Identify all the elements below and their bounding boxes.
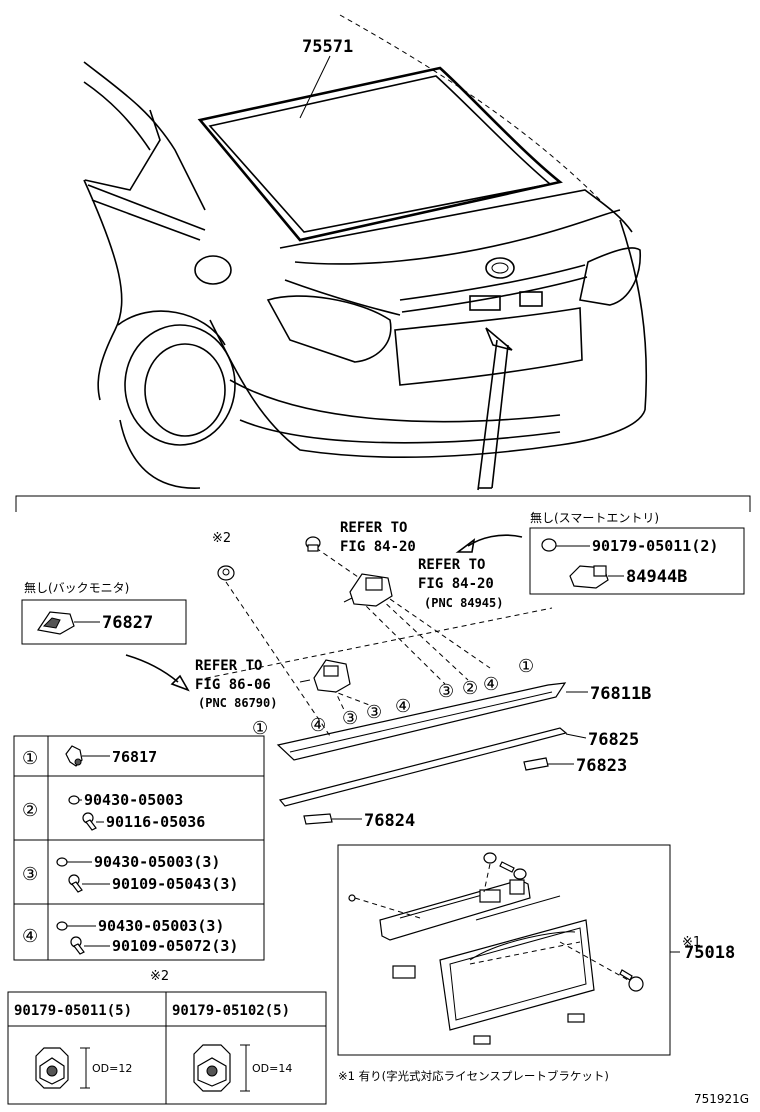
part-label-76824: 76824 xyxy=(364,811,415,831)
legend-key-3: ③ xyxy=(22,864,38,885)
nut-icon xyxy=(483,852,497,864)
callout-2: ② xyxy=(462,678,478,699)
switch-icon xyxy=(569,565,609,589)
license-bracket-box xyxy=(337,844,671,1056)
hex-nut-icon xyxy=(193,1044,231,1092)
smart-entry-box xyxy=(529,527,745,595)
callout-3: ③ xyxy=(342,708,358,729)
callouts: ① ④ ② ③ ④ ③ ③ ④ ① xyxy=(252,656,534,739)
nut-table-od-1: OD=12 xyxy=(92,1062,132,1075)
screw-icon xyxy=(70,936,85,955)
clip-icon xyxy=(65,745,83,767)
legend-key-4: ④ xyxy=(22,926,38,947)
nut-icon xyxy=(541,538,557,552)
monitor-cover-icon xyxy=(36,611,75,635)
assembly-dash-lines xyxy=(196,547,553,737)
part-label-90179-05011-2: 90179-05011(2) xyxy=(592,537,718,555)
nut-table-od-2: OD=14 xyxy=(252,1062,292,1075)
nut-icon xyxy=(217,565,235,581)
nut-table: ※2 90179-05011(5) 90179-05102(5) OD=12 O… xyxy=(7,969,327,1105)
part-label-75018: 75018 xyxy=(684,943,735,963)
arrow-smart-entry xyxy=(455,534,523,553)
part-label-75571: 75571 xyxy=(302,37,353,57)
nut-icon xyxy=(56,857,68,867)
clip-icon xyxy=(305,536,321,552)
legend-part-90430-05003-3: 90430-05003(3) xyxy=(94,853,220,871)
callout-4: ④ xyxy=(395,696,411,717)
callout-1: ① xyxy=(518,656,534,677)
callout-3: ③ xyxy=(366,702,382,723)
garnish-assembly xyxy=(276,682,568,825)
mark-2-label: ※2 xyxy=(212,531,231,546)
ref-c-line1: REFER TO xyxy=(195,658,262,674)
callout-1: ① xyxy=(252,718,268,739)
nut-table-title: ※2 xyxy=(150,969,169,984)
legend-part-90116-05036: 90116-05036 xyxy=(106,813,205,831)
fastener-legend-table: ① 76817 ② 90430-05003 90116-05036 ③ 9043… xyxy=(13,735,265,961)
arrow-back-monitor xyxy=(125,654,190,692)
license-lamp-icon xyxy=(299,659,351,693)
mark-1-label: ※1 xyxy=(682,935,701,950)
ref-a-line2: FIG 84-20 xyxy=(340,539,416,555)
ref-c-line2: FIG 86-06 xyxy=(195,677,271,693)
back-monitor-box xyxy=(21,599,187,645)
ref-b-line2: FIG 84-20 xyxy=(418,576,494,592)
screw-icon xyxy=(82,812,97,831)
leader-75571 xyxy=(299,55,331,119)
without-smart-entry-label: 無し(スマートエントリ) xyxy=(530,510,659,525)
part-label-76811B: 76811B xyxy=(590,684,651,704)
screw-icon xyxy=(619,969,644,992)
part-label-76825: 76825 xyxy=(588,730,639,750)
nut-icon xyxy=(68,795,80,805)
section-bracket xyxy=(15,495,751,512)
trunk-opener-switch-icon xyxy=(343,573,393,607)
callout-4: ④ xyxy=(483,674,499,695)
screw-icon xyxy=(68,874,83,893)
hex-nut-icon xyxy=(35,1047,69,1089)
legend-key-1: ① xyxy=(22,748,38,769)
footnote-1: ※1 有り(字光式対応ライセンスプレートブラケット) xyxy=(338,1069,609,1083)
ref-b-line3: (PNC 84945) xyxy=(424,596,503,610)
callout-3: ③ xyxy=(438,681,454,702)
legend-part-90430-05003: 90430-05003 xyxy=(84,791,183,809)
ref-b-line1: REFER TO xyxy=(418,557,485,573)
ref-a-line1: REFER TO xyxy=(340,520,407,536)
without-back-monitor-label: 無し(バックモニタ) xyxy=(24,580,129,595)
nut-table-part-1: 90179-05011(5) xyxy=(14,1003,132,1019)
ref-c-line3: (PNC 86790) xyxy=(198,696,277,710)
legend-key-2: ② xyxy=(22,800,38,821)
legend-part-76817: 76817 xyxy=(112,748,157,766)
legend-part-90109-05043-3: 90109-05043(3) xyxy=(112,875,238,893)
car-body-illustration xyxy=(83,14,648,491)
part-label-84944B: 84944B xyxy=(626,567,687,587)
part-label-76823: 76823 xyxy=(576,756,627,776)
figure-code: 751921G xyxy=(694,1092,749,1106)
legend-part-90109-05072-3: 90109-05072(3) xyxy=(112,937,238,955)
legend-part-90430-05003-3b: 90430-05003(3) xyxy=(98,917,224,935)
part-label-76827: 76827 xyxy=(102,613,153,633)
nut-table-part-2: 90179-05102(5) xyxy=(172,1003,290,1019)
screw-icon xyxy=(499,861,527,880)
nut-icon xyxy=(56,921,68,931)
callout-4: ④ xyxy=(310,715,326,736)
